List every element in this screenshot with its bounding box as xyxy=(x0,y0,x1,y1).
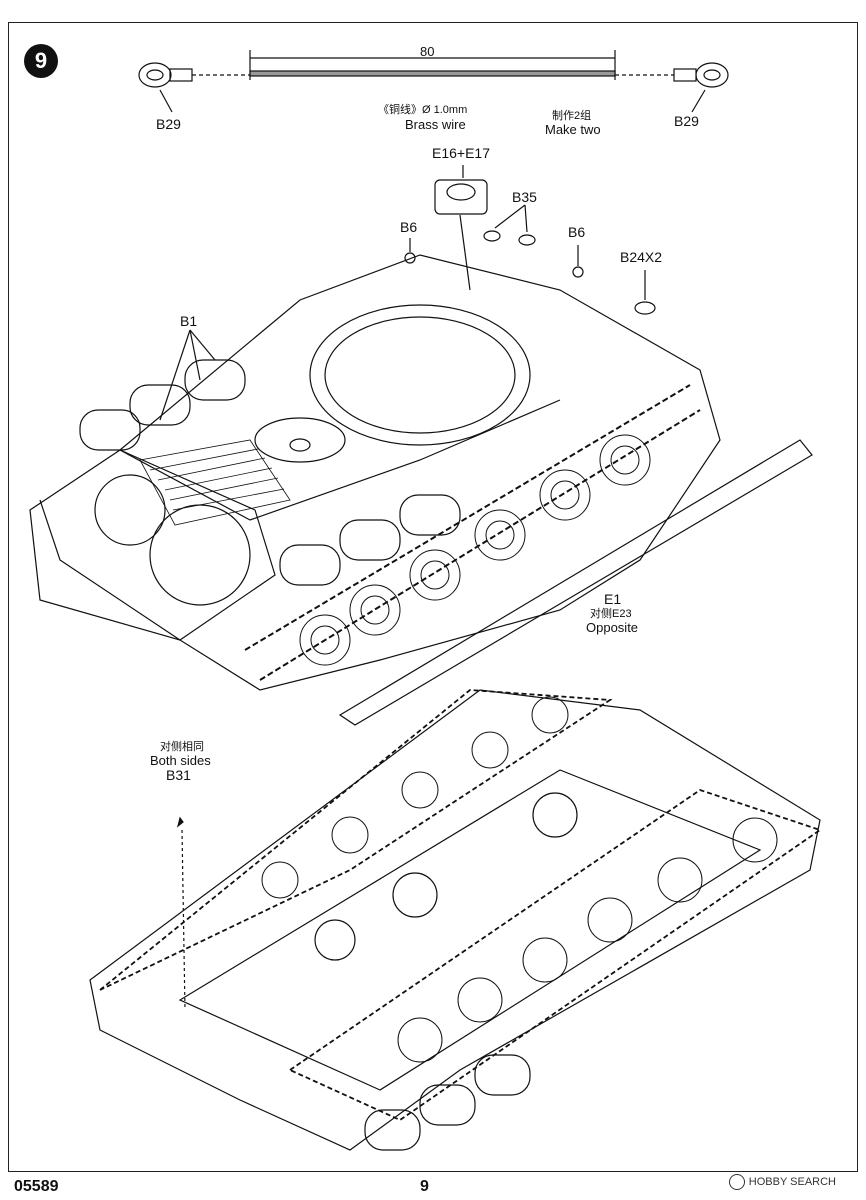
part-e1-note-cn: 对侧E23 xyxy=(590,608,632,620)
step-number-badge: 9 xyxy=(24,44,58,78)
wire-qty-en: Make two xyxy=(545,122,601,137)
part-label-b29-right: B29 xyxy=(674,113,699,129)
watermark: HOBBY SEARCH xyxy=(728,1174,836,1190)
upper-hull-drawing xyxy=(29,165,813,726)
part-label-e1: E1 xyxy=(604,591,622,607)
page-number: 9 xyxy=(420,1178,429,1195)
part-label-b24: B24X2 xyxy=(620,249,663,265)
part-label-b6-right: B6 xyxy=(568,224,586,240)
page-frame xyxy=(8,22,858,1172)
watermark-text: HOBBY SEARCH xyxy=(748,1176,836,1188)
part-label-b35: B35 xyxy=(512,189,537,205)
part-label-b6-left: B6 xyxy=(400,219,418,235)
wire-material-cn: 《铜线》Ø 1.0mm xyxy=(378,104,468,116)
wire-qty-cn: 制作2组 xyxy=(552,110,592,122)
part-b31-note-en: Both sides xyxy=(150,753,211,768)
b29-right-part xyxy=(615,62,729,113)
part-label-b29-left: B29 xyxy=(156,116,181,132)
part-e1-note-en: Opposite xyxy=(586,620,639,635)
wire-material-en: Brass wire xyxy=(405,117,466,132)
wire-length-label: 80 xyxy=(420,44,435,59)
part-b31-note-cn: 对侧相同 xyxy=(160,741,204,753)
b29-left-part xyxy=(138,62,250,113)
lower-hull-drawing xyxy=(89,689,822,1151)
part-label-b1: B1 xyxy=(180,313,198,329)
part-label-e16-e17: E16+E17 xyxy=(432,145,490,161)
part-label-b31: B31 xyxy=(166,767,191,783)
kit-code: 05589 xyxy=(14,1178,59,1195)
watermark-logo-icon xyxy=(728,1174,745,1190)
